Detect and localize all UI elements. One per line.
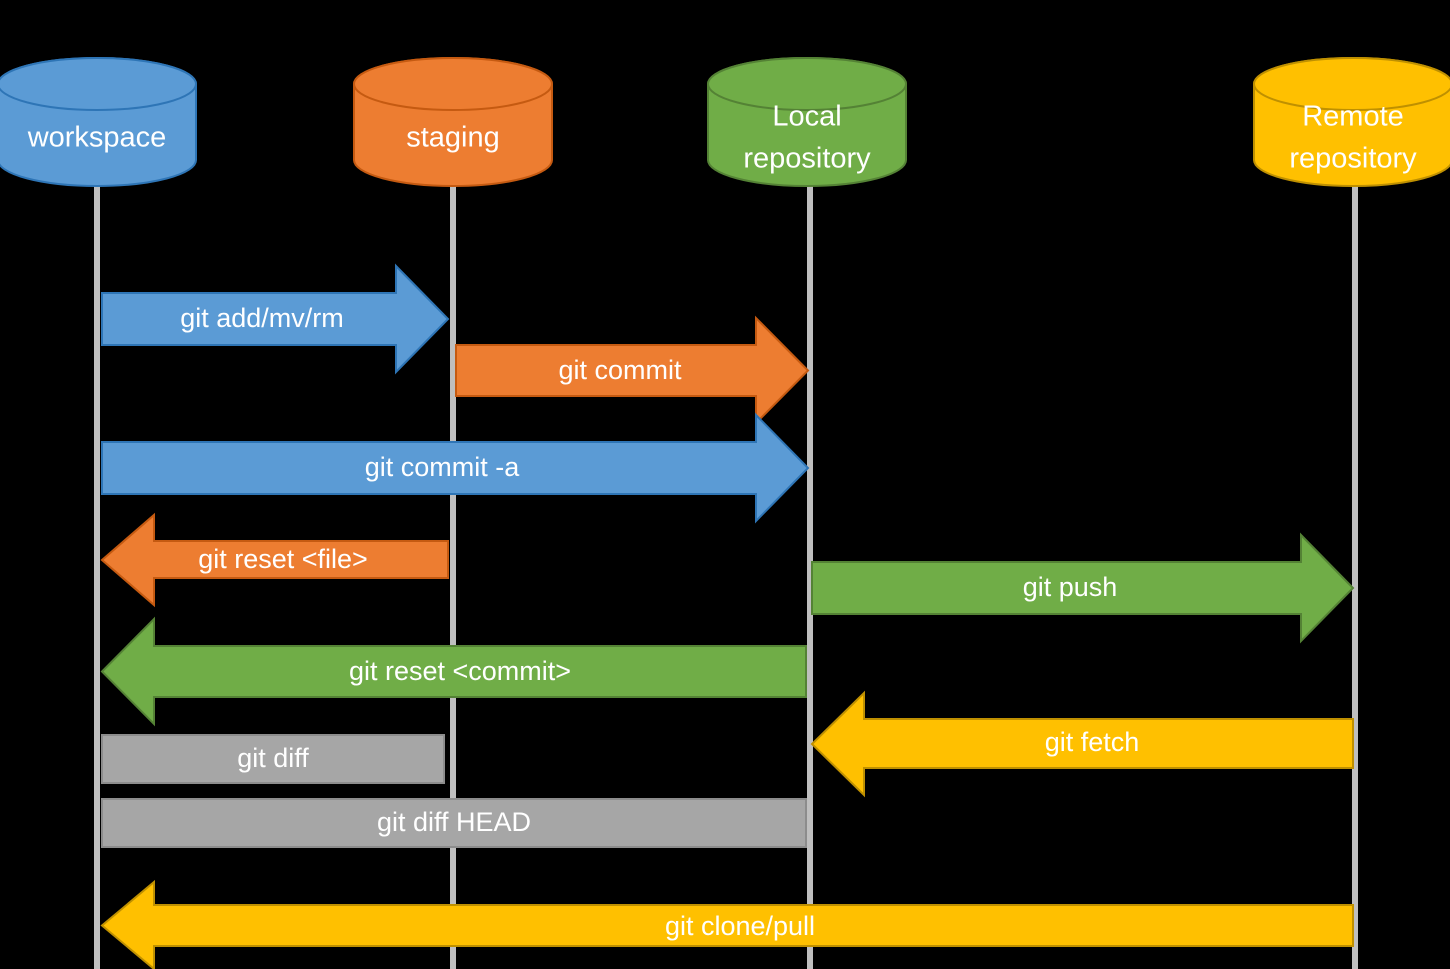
arrow-label-git-commit-a: git commit -a — [365, 452, 521, 482]
arrow-shape-git-push — [811, 532, 1355, 644]
cylinder-top-remote-repository — [1253, 57, 1450, 111]
arrow-shape-git-fetch — [810, 690, 1354, 798]
nodes-layer: workspace staging Local repository Remote rep… — [0, 57, 1450, 187]
arrow-git-reset-file: git reset <file> — [100, 512, 449, 608]
arrow-git-diff: git diff — [101, 734, 445, 784]
cylinder-top-local-repository — [707, 57, 907, 111]
arrow-git-diff-head: git diff HEAD — [101, 798, 807, 848]
arrow-git-commit-a: git commit -a — [101, 412, 810, 524]
arrow-git-commit: git commit — [455, 315, 810, 426]
cylinder-top-workspace — [0, 57, 197, 111]
arrow-shape-git-reset-commit — [100, 616, 807, 727]
arrow-git-fetch: git fetch — [810, 690, 1354, 798]
arrow-shape-git-clone-pull — [100, 879, 1354, 969]
cylinder-top-staging — [353, 57, 553, 111]
arrow-git-reset-commit: git reset <commit> — [100, 616, 807, 727]
node-remote-repository: Remote repository — [1253, 57, 1450, 187]
node-staging: staging — [353, 57, 553, 187]
node-label-remote-repository: Remote — [1302, 101, 1404, 133]
node-label-local-repository: Local — [772, 101, 841, 133]
node-label-remote-repository: repository — [1289, 143, 1417, 175]
arrow-label-git-push: git push — [1023, 572, 1118, 602]
arrow-shape-git-commit — [455, 315, 810, 426]
lifeline-local-repository — [807, 186, 813, 969]
arrow-git-push: git push — [811, 532, 1355, 644]
lifeline-workspace — [94, 186, 100, 969]
arrows-layer: git add/mv/rm git commit git commit -a git … — [100, 263, 1355, 969]
node-label-staging: staging — [406, 122, 500, 154]
arrow-git-add-mv-rm: git add/mv/rm — [101, 263, 450, 375]
arrow-label-git-fetch: git fetch — [1045, 727, 1140, 757]
arrow-shape-git-reset-file — [100, 512, 449, 608]
arrow-shape-git-add-mv-rm — [101, 263, 450, 375]
arrow-label-git-reset-commit: git reset <commit> — [349, 656, 571, 686]
lifeline-remote-repository — [1352, 186, 1358, 969]
arrow-shape-git-diff — [101, 734, 445, 784]
arrow-label-git-reset-file: git reset <file> — [198, 544, 368, 574]
arrow-label-git-commit: git commit — [558, 355, 682, 385]
lifeline-staging — [450, 186, 456, 969]
node-label-workspace: workspace — [27, 122, 167, 154]
arrow-label-git-clone-pull: git clone/pull — [665, 911, 815, 941]
node-workspace: workspace — [0, 57, 197, 187]
arrow-label-git-diff-head: git diff HEAD — [377, 807, 531, 837]
lifelines-layer — [94, 186, 1358, 969]
node-local-repository: Local repository — [707, 57, 907, 187]
arrow-label-git-diff: git diff — [237, 743, 309, 773]
arrow-shape-git-commit-a — [101, 412, 810, 524]
arrow-git-clone-pull: git clone/pull — [100, 879, 1354, 969]
arrow-label-git-add-mv-rm: git add/mv/rm — [180, 303, 344, 333]
node-label-local-repository: repository — [743, 143, 871, 175]
arrow-shape-git-diff-head — [101, 798, 807, 848]
